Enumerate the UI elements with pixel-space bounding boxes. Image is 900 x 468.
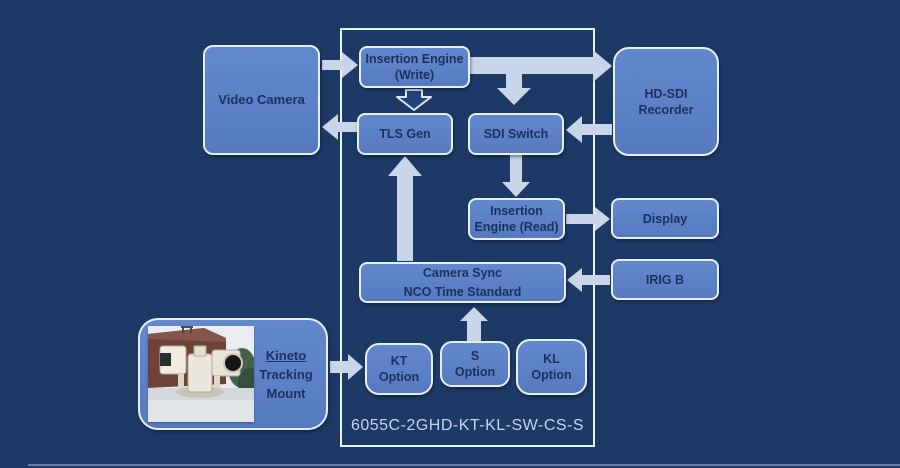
- node-kt-option-line1: KT: [390, 354, 408, 368]
- node-tls-gen: TLS Gen: [357, 113, 453, 155]
- node-kl-option: KL Option: [516, 339, 587, 395]
- node-video-camera-label: Video Camera: [218, 92, 305, 107]
- bottom-divider: [28, 464, 900, 466]
- node-hd-sdi-recorder-line2: Recorder: [638, 102, 694, 117]
- node-insertion-engine-read: Insertion Engine (Read): [468, 198, 565, 240]
- node-hd-sdi-recorder: HD-SDI Recorder: [613, 47, 719, 156]
- kineto-photo: [148, 326, 254, 422]
- node-insertion-engine-read-line2: Engine (Read): [474, 220, 559, 234]
- arrow-insertion-read-to-display: [566, 207, 610, 231]
- node-camera-sync: Camera Sync NCO Time Standard: [359, 262, 566, 303]
- kineto-label-line1: Kineto: [265, 347, 307, 363]
- node-insertion-engine-write-line1: Insertion Engine: [365, 52, 464, 66]
- node-irig-b-label: IRIG B: [645, 272, 685, 287]
- kineto-label-line3: Mount: [266, 385, 306, 401]
- node-tls-gen-label: TLS Gen: [379, 127, 431, 141]
- arrow-camera-sync-to-tls-gen: [388, 156, 422, 261]
- node-s-option-line2: Option: [454, 365, 496, 379]
- node-video-camera: Video Camera: [203, 45, 320, 155]
- kineto-label-line2: Tracking: [259, 366, 313, 382]
- node-kt-option-line2: Option: [378, 370, 420, 384]
- node-display: Display: [611, 198, 719, 239]
- system-boundary-frame: [340, 28, 595, 447]
- node-kt-option: KT Option: [365, 343, 433, 395]
- node-camera-sync-line2: NCO Time Standard: [403, 284, 522, 299]
- node-hd-sdi-recorder-line1: HD-SDI: [644, 86, 688, 101]
- arrow-kineto-to-kt-option: [330, 354, 363, 380]
- hollow-arrow-insertion-write-to-tls-gen: [396, 89, 432, 111]
- node-insertion-engine-write-line2: (Write): [394, 68, 435, 82]
- arrow-recorder-to-sdi-switch: [566, 116, 612, 143]
- node-s-option-line1: S: [470, 349, 480, 363]
- node-kl-option-line1: KL: [543, 352, 560, 366]
- node-insertion-engine-write: Insertion Engine (Write): [359, 46, 470, 88]
- model-number-caption: 6055C-2GHD-KT-KL-SW-CS-S: [350, 417, 585, 434]
- arrow-s-option-to-camera-sync: [460, 307, 488, 341]
- arrow-video-camera-to-insertion-write: [322, 52, 358, 78]
- node-sdi-switch: SDI Switch: [468, 113, 564, 155]
- node-insertion-engine-read-line1: Insertion: [490, 204, 543, 218]
- node-sdi-switch-label: SDI Switch: [483, 127, 549, 141]
- arrow-tls-gen-to-video-camera: [322, 114, 357, 140]
- node-irig-b: IRIG B: [611, 259, 719, 300]
- arrow-insertion-write-to-recorder-and-sdi-switch: [470, 50, 612, 105]
- node-s-option: S Option: [440, 341, 510, 387]
- node-kl-option-line2: Option: [531, 368, 572, 382]
- kineto-label: Kineto Tracking Mount: [254, 346, 318, 403]
- node-display-label: Display: [642, 211, 688, 226]
- node-kineto-tracking-mount: Kineto Tracking Mount: [138, 318, 328, 430]
- node-camera-sync-line1: Camera Sync: [422, 265, 503, 280]
- arrow-irig-b-to-camera-sync: [567, 268, 610, 292]
- arrow-sdi-switch-to-insertion-read: [502, 155, 530, 197]
